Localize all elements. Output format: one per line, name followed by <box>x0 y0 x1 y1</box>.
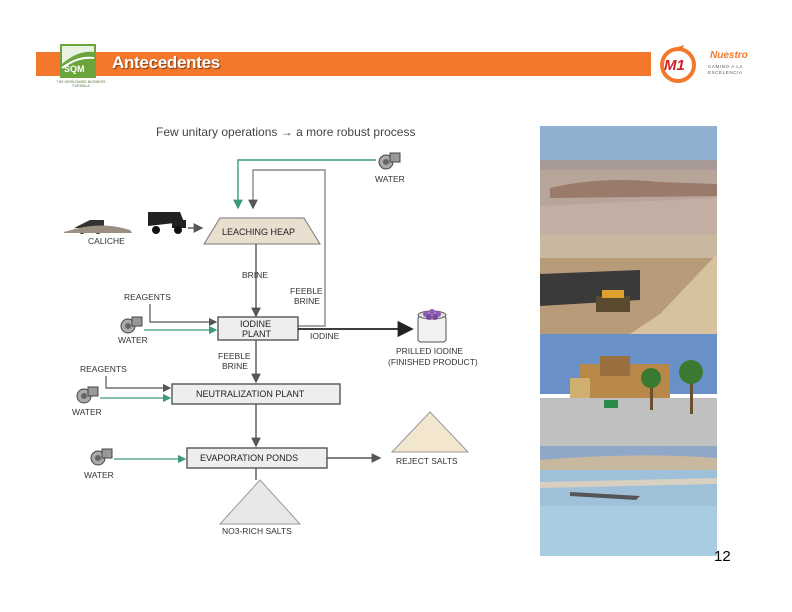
loader-icon <box>64 220 132 234</box>
reagents-1-arrow <box>149 304 218 327</box>
no3-rich-salts-pile <box>218 479 302 525</box>
label-brine: BRINE <box>242 270 268 280</box>
label-water-2: WATER <box>72 407 102 417</box>
leaching-heap-shape <box>203 217 321 245</box>
photo-evaporation-ponds <box>540 446 717 556</box>
dump-truck-icon <box>148 212 186 234</box>
feeble-brine-recycle-arrow <box>248 169 326 327</box>
label-feeble-brine-2a: FEEBLE <box>218 351 251 361</box>
photo-column <box>540 126 717 556</box>
sqm-logo-text: SQM <box>64 64 85 74</box>
label-no3-rich-salts: NO3-RICH SALTS <box>222 526 292 536</box>
label-iodine-plant-b: PLANT <box>242 329 272 339</box>
photo-heap-truck <box>540 234 717 334</box>
label-feeble-brine-1b: BRINE <box>294 296 320 306</box>
water-pump-icon <box>378 152 401 170</box>
label-finished-product: (FINISHED PRODUCT) <box>388 357 478 367</box>
label-feeble-brine-1a: FEEBLE <box>290 286 323 296</box>
page-title: Antecedentes <box>112 53 220 72</box>
brand-word: Nuestro <box>710 50 748 61</box>
label-water-3: WATER <box>84 470 114 480</box>
m1-badge: M1 <box>664 57 685 74</box>
label-reagents-2: REAGENTS <box>80 364 127 374</box>
water-to-heap-arrow <box>233 159 376 210</box>
process-flow-diagram: WATER CALICHE LEACHING HEAP BRINE FEEBLE… <box>64 152 478 536</box>
label-leaching-heap: LEACHING HEAP <box>222 227 295 237</box>
reject-salts-pile <box>390 411 470 453</box>
subtitle: Few unitary operations → a more robust p… <box>156 125 416 139</box>
label-iodine-plant-a: IODINE <box>240 319 271 329</box>
photo-mine-landscape <box>540 126 717 234</box>
water-pump-icon <box>76 386 99 404</box>
photo-plant-palms <box>540 334 717 446</box>
m1-logo <box>660 45 696 83</box>
sqm-logo-tagline: THE WORLDWIDE BUSINESS FORMULA <box>56 80 106 88</box>
label-evaporation-ponds: EVAPORATION PONDS <box>200 453 298 463</box>
water-pump-icon <box>120 316 143 334</box>
label-reagents-1: REAGENTS <box>124 292 171 302</box>
prilled-iodine-jar-icon <box>417 309 447 343</box>
sqm-logo <box>60 44 96 78</box>
header-bar <box>36 52 651 76</box>
label-prilled-iodine: PRILLED IODINE <box>396 346 463 356</box>
water-pump-icon <box>90 448 113 466</box>
brand-tagline: CAMINO A LA EXCELENCIA <box>708 64 743 75</box>
label-water-top: WATER <box>375 174 405 184</box>
label-feeble-brine-2b: BRINE <box>222 361 248 371</box>
reagents-2-arrow <box>105 376 172 393</box>
label-neutralization-plant: NEUTRALIZATION PLANT <box>196 389 305 399</box>
label-reject-salts: REJECT SALTS <box>396 456 458 466</box>
page-number: 12 <box>714 548 731 565</box>
label-caliche: CALICHE <box>88 236 125 246</box>
label-water-1: WATER <box>118 335 148 345</box>
label-iodine: IODINE <box>310 331 340 341</box>
